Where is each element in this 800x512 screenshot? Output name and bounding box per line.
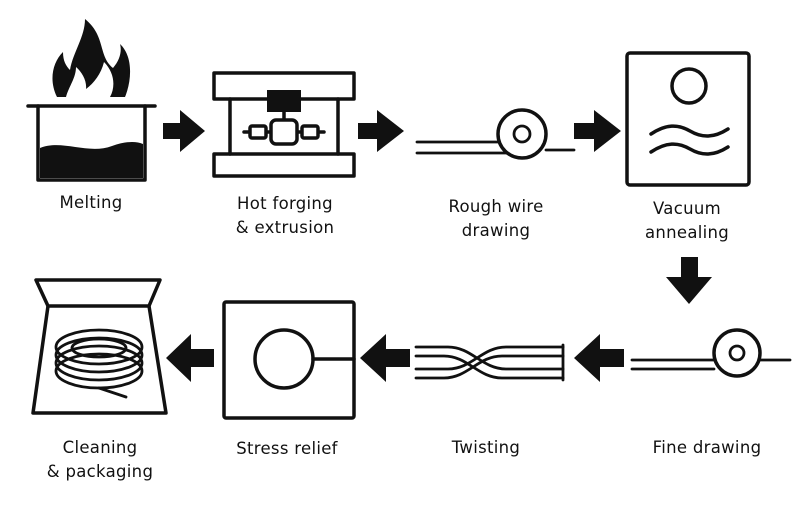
arrow-left-icon [574,334,624,382]
arrow-right-icon [358,110,404,152]
arrow-left-icon [166,334,214,382]
press-icon [212,71,356,178]
arrow-right-icon [574,110,621,152]
furnace-icon [625,51,751,187]
step-label-stress-relief: Stress relief [236,439,338,458]
wire-spool-icon [630,328,792,378]
step-label-fine-drawing: Fine drawing [652,438,762,457]
step-label-hot-forging: Hot forging& extrusion [235,194,335,237]
step-label-cleaning-packaging: Cleaning& packaging [46,438,154,481]
twisted-wire-icon [414,343,565,382]
wire-spool-icon [415,108,576,160]
step-label-twisting: Twisting [451,438,521,457]
step-label-melting: Melting [59,193,123,212]
arrow-right-icon [163,110,205,152]
oven-icon [222,300,356,420]
arrow-down-icon [666,257,712,304]
coil-bag-icon [31,278,168,415]
arrow-left-icon [360,334,410,382]
crucible-flame-icon [26,19,157,182]
